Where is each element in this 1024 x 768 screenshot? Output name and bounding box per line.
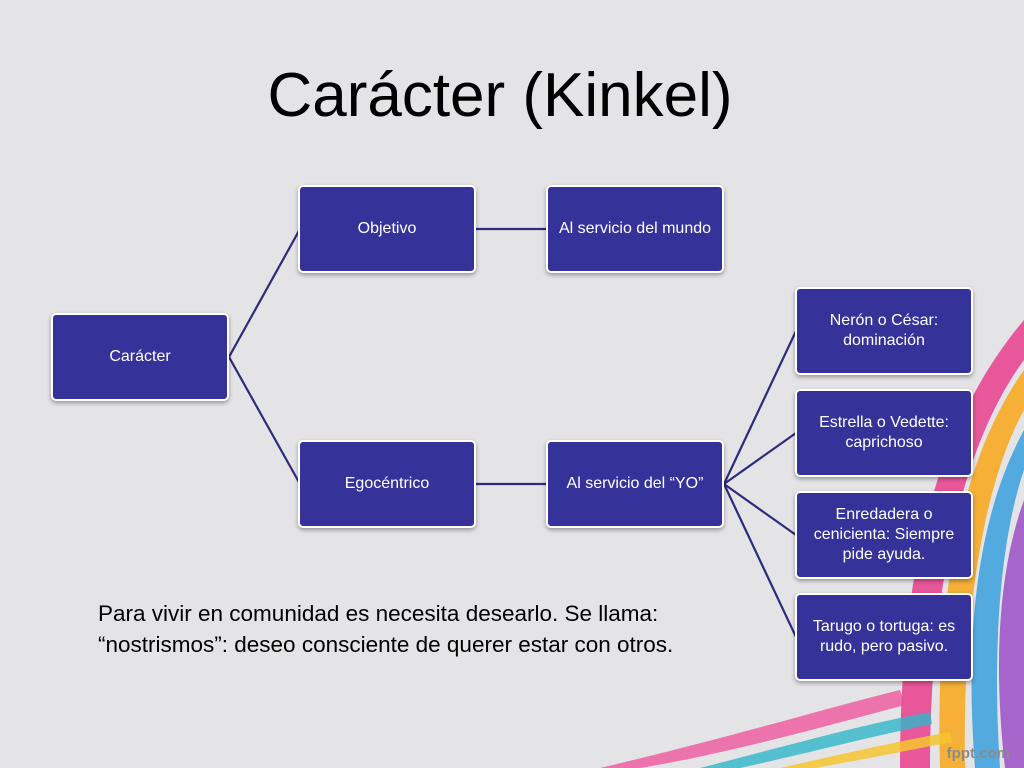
node-neron-o-cesar: Nerón o César: dominación (795, 287, 973, 375)
note-text: Para vivir en comunidad es necesita dese… (98, 601, 674, 658)
node-egocentrico: Egocéntrico (298, 440, 476, 528)
connector-root-objetivo (228, 228, 301, 358)
node-al-servicio-del-yo: Al servicio del “YO” (546, 440, 724, 528)
node-objetivo: Objetivo (298, 185, 476, 273)
connector-yo-neron (723, 330, 797, 485)
connector-root-egocentrico (228, 356, 301, 485)
connector-yo-enredadera (723, 483, 797, 536)
slide-title: Carácter (Kinkel) (267, 61, 733, 130)
connector-yo-tarugo (723, 483, 797, 638)
node-tarugo-o-tortuga: Tarugo o tortuga: es rudo, pero pasivo. (795, 593, 973, 681)
node-al-servicio-del-mundo: Al servicio del mundo (546, 185, 724, 273)
node-estrella-o-vedette: Estrella o Vedette: caprichoso (795, 389, 973, 477)
node-caracter: Carácter (51, 313, 229, 401)
node-enredadera-o-cenicienta: Enredadera o cenicienta: Siempre pide ay… (795, 491, 973, 579)
brand-logo-text: fppt.com (946, 745, 1010, 762)
connector-yo-estrella (723, 432, 797, 485)
